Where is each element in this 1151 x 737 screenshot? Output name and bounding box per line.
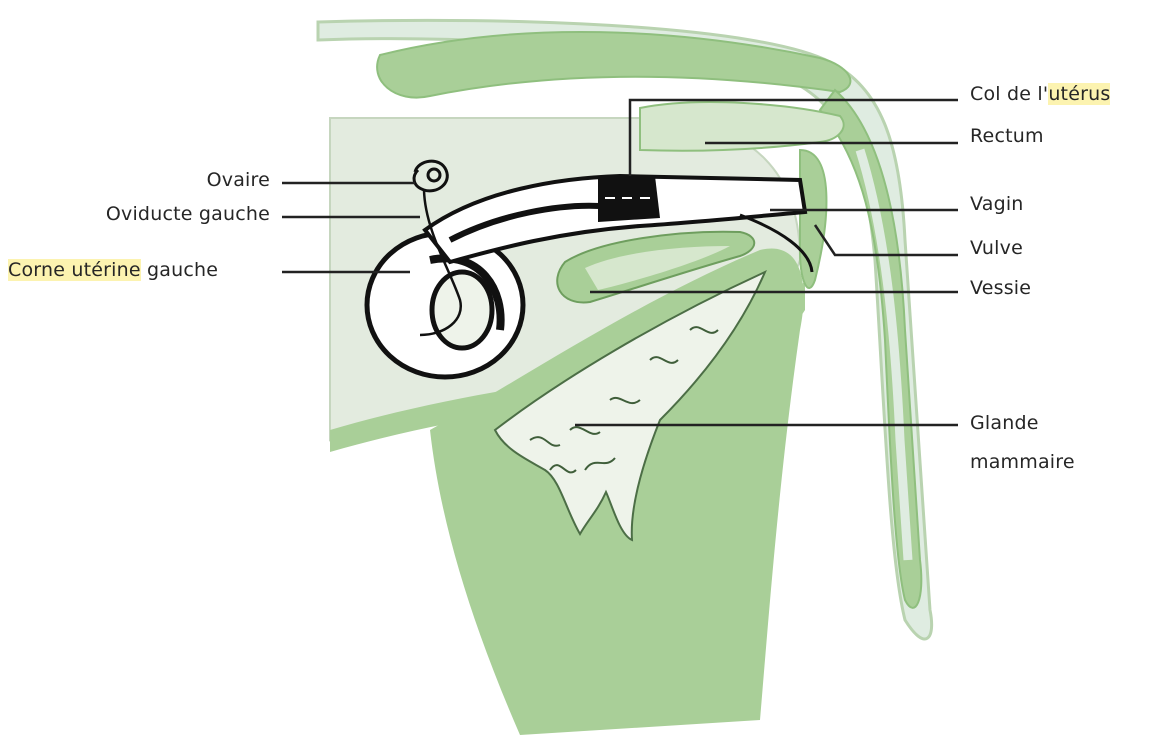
label-vessie: Vessie	[970, 276, 1031, 300]
label-glande-line1: Glande	[970, 411, 1039, 435]
label-col-highlight: utérus	[1048, 83, 1110, 105]
label-oviducte: Oviducte gauche	[30, 202, 270, 226]
spine	[377, 32, 850, 98]
label-rectum: Rectum	[970, 124, 1044, 148]
label-corne-highlight: Corne utérine	[8, 259, 141, 281]
label-vulve: Vulve	[970, 236, 1023, 260]
label-col-uterus: Col de l'utérus	[970, 82, 1110, 106]
label-glande-line2: mammaire	[970, 450, 1075, 474]
label-vagin: Vagin	[970, 192, 1024, 216]
label-ovaire: Ovaire	[120, 168, 270, 192]
label-col-text: Col de l'	[970, 83, 1048, 105]
vulva-lobe	[800, 150, 826, 288]
label-corne-uterine: Corne utérine gauche	[8, 258, 218, 282]
label-corne-text: gauche	[141, 259, 218, 281]
